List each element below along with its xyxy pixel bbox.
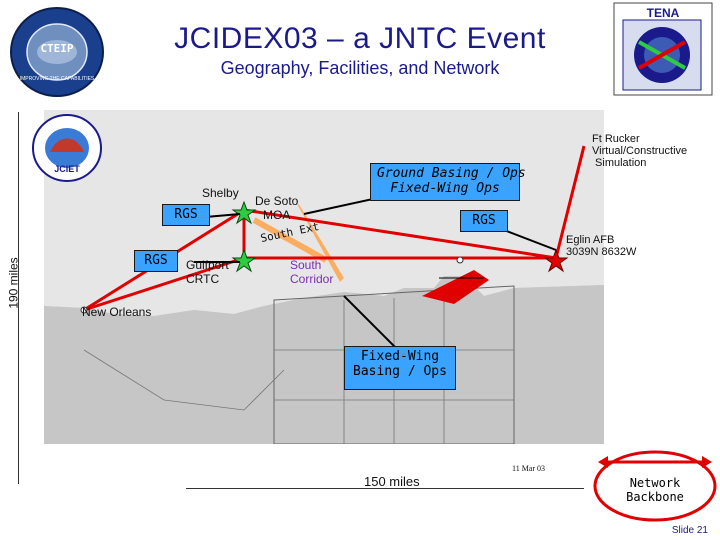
map	[44, 110, 604, 470]
south-corridor-label: South Corridor	[290, 258, 334, 286]
slide-date: 11 Mar 03	[512, 464, 546, 473]
vertical-scale-line	[18, 112, 19, 484]
jciet-logo: JCIET	[30, 112, 104, 184]
network-backbone-legend: Network Backbone	[592, 450, 718, 522]
slide-subtitle: Geography, Facilities, and Network	[220, 58, 500, 78]
ft-rucker-label: Ft Rucker Virtual/Constructive Simulatio…	[592, 133, 688, 169]
ground-basing-callout: Ground Basing / Ops Fixed-Wing Ops	[370, 163, 526, 201]
rgs-badge-eglin: RGS	[460, 210, 508, 232]
tena-logo: TENA	[613, 2, 713, 96]
horizontal-scale-line	[186, 488, 584, 489]
eglin-label: Eglin AFB 3039N 8632W	[566, 234, 637, 258]
tena-text: TENA	[646, 6, 680, 20]
vertical-scale-label: 190 miles	[6, 257, 21, 309]
ctep-ring-text: IMPROVING THE CAPABILITIES	[19, 76, 95, 82]
gulfport-label: Gulfport CRTC	[186, 258, 229, 286]
shelby-label: Shelby	[202, 186, 239, 200]
ctep-center-text: CTEIP	[40, 42, 74, 55]
new-orleans-label: New Orleans	[82, 305, 152, 319]
rgs-badge-gulfport: RGS	[134, 250, 178, 272]
ctep-logo: CTEIP IMPROVING THE CAPABILITIES	[8, 6, 106, 98]
rgs-badge-shelby: RGS	[162, 204, 210, 226]
fixed-wing-callout: Fixed-Wing Basing / Ops	[344, 346, 456, 390]
slide-title: JCIDEX03 – a JNTC Event	[174, 22, 546, 55]
desoto-label: De Soto MOA	[255, 194, 299, 222]
slide-number: Slide 21	[671, 525, 708, 536]
horizontal-scale-label: 150 miles	[364, 474, 420, 489]
jciet-text: JCIET	[54, 164, 80, 174]
network-backbone-label: Network Backbone	[626, 476, 684, 504]
